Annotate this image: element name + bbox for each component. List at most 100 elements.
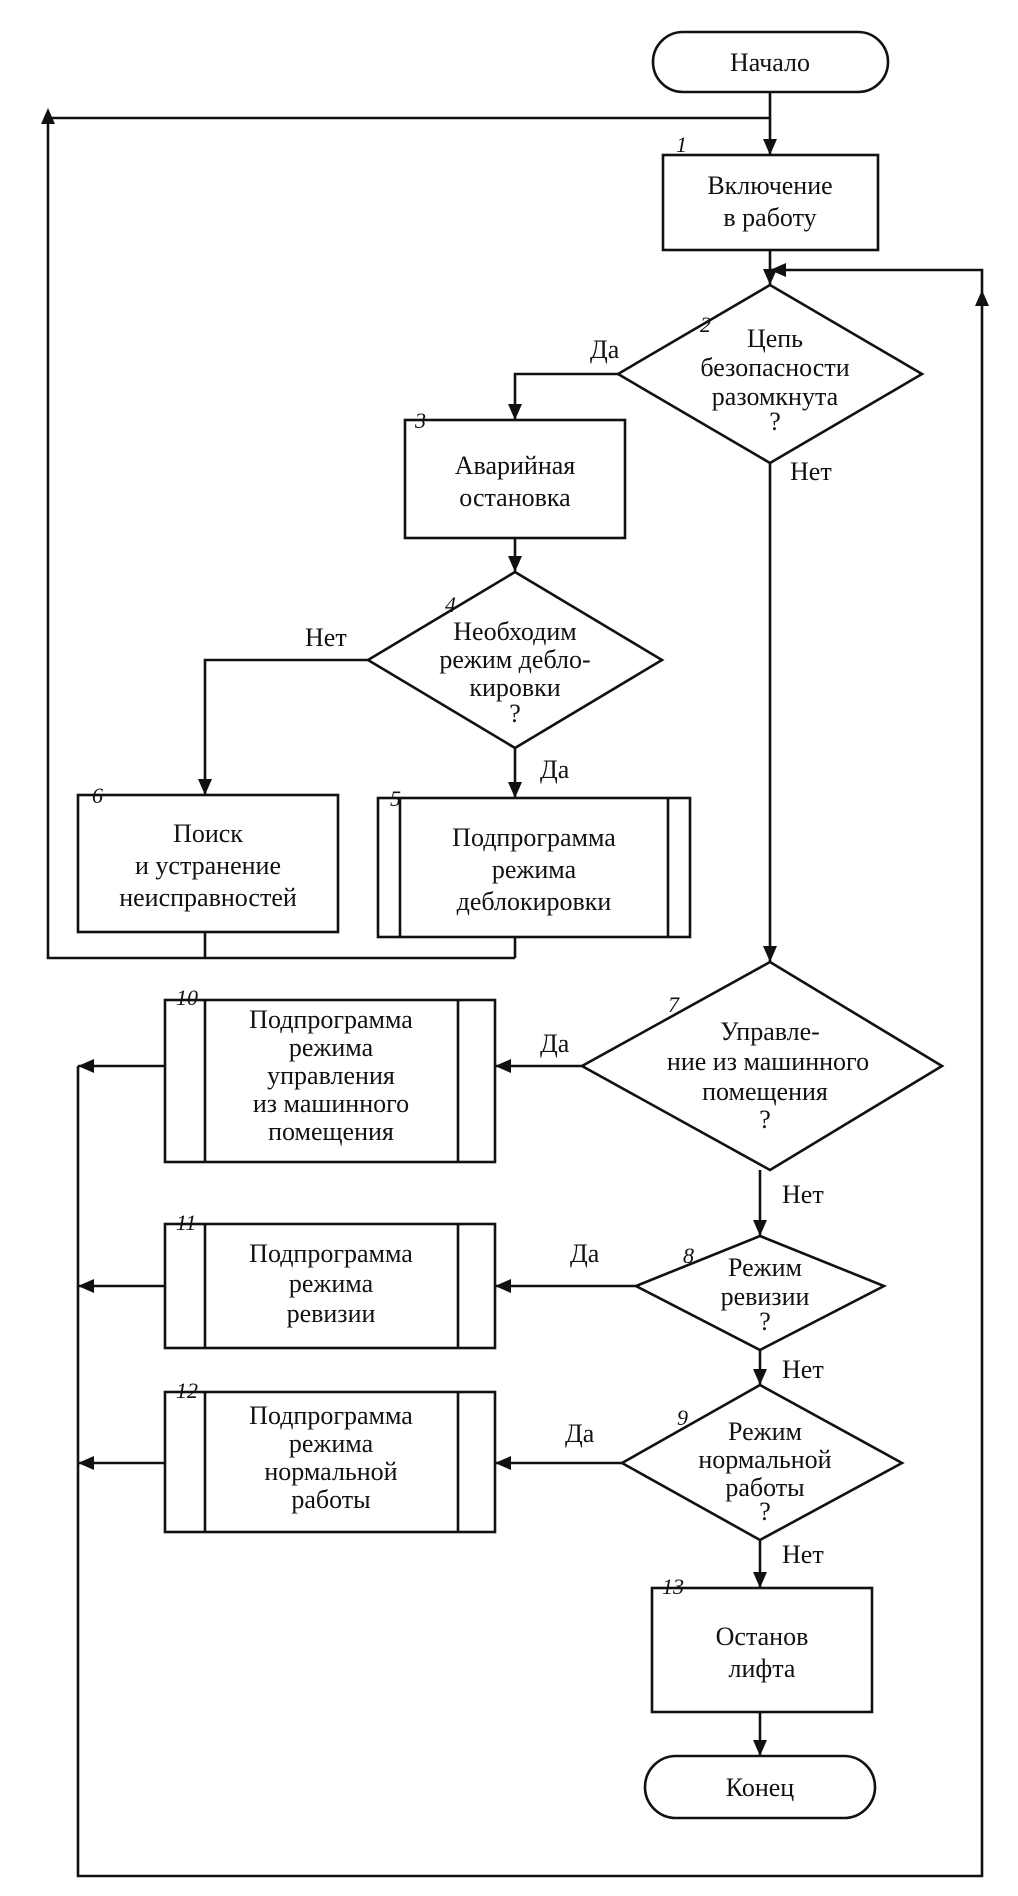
arrow-into-4 [508,556,522,572]
connector-2-yes-to-3 [513,372,618,420]
arrow-into-3 [508,404,522,420]
decision-8-number: 8 [683,1243,694,1268]
decision-2-no-label: Нет [790,457,832,486]
decision-2-line-2: безопасности [700,353,849,382]
block-5-line-1: Подпрограмма [452,823,616,852]
decision-2-yes-label: Да [590,335,620,364]
arrow-bus-10 [78,1059,94,1073]
decision-8-inspection-mode: 8 Режим ревизии ? [632,1234,888,1352]
block-13-line-1: Останов [716,1622,809,1651]
block-10-line-4: из машинного [253,1089,409,1118]
decision-7-no-label: Нет [782,1180,824,1209]
arrow-into-2 [763,269,777,285]
decision-4-number: 4 [445,592,456,617]
decision-2-question: ? [769,407,781,436]
block-12-line-4: работы [291,1485,370,1514]
decision-4-line-1: Необходим [453,617,576,646]
arrow-into-5 [508,782,522,798]
block-12-number: 12 [176,1378,198,1403]
start-label: Начало [730,48,810,77]
block-1-enable: 1 Включение в работу [661,132,880,252]
decision-4-line-3: кировки [469,673,560,702]
block-13-line-2: лифта [729,1654,796,1683]
decision-2-line-1: Цепь [747,324,803,353]
block-11-line-2: режима [289,1269,374,1298]
decision-8-line-2: ревизии [721,1282,810,1311]
decision-4-question: ? [509,699,521,728]
arrow-into-11 [495,1279,511,1293]
decision-8-question: ? [759,1307,771,1336]
arrow-loop-to-2 [770,263,786,277]
block-11-line-3: ревизии [287,1299,376,1328]
start-terminal: Начало [651,30,890,94]
decision-9-line-2: нормальной [698,1445,831,1474]
block-3-line-2: остановка [459,483,571,512]
block-12-line-3: нормальной [264,1457,397,1486]
arrow-bus-11 [78,1279,94,1293]
block-5-line-2: режима [492,855,577,884]
arrow-into-10 [495,1059,511,1073]
connector-4-no-to-6 [203,658,368,795]
block-12-normal-subprogram: 12 Подпрограмма режима нормальной работы [163,1378,497,1534]
block-10-line-3: управления [267,1061,395,1090]
block-5-number: 5 [390,786,401,811]
arrow-return-to-1 [41,108,55,124]
decision-7-line-2: ние из машинного [667,1047,869,1076]
decision-9-question: ? [759,1497,771,1526]
decision-4-unblock-needed: 4 Необходим режим дебло- кировки ? [365,570,665,750]
block-6-troubleshooting: 6 Поиск и устранение неисправностей [76,783,340,934]
arrow-into-12 [495,1456,511,1470]
decision-2-line-3: разомкнута [712,382,839,411]
block-11-line-1: Подпрограмма [249,1239,413,1268]
arrow-into-13 [753,1572,767,1588]
arrow-into-6 [198,779,212,795]
block-5-unblock-subprogram: 5 Подпрограмма режима деблокировки [376,786,692,939]
decision-7-number: 7 [668,992,680,1017]
block-6-number: 6 [92,783,103,808]
decision-8-yes-label: Да [570,1239,600,1268]
decision-9-normal-mode: 9 Режим нормальной работы ? [619,1383,905,1542]
block-13-number: 13 [662,1574,684,1599]
block-10-line-1: Подпрограмма [249,1005,413,1034]
decision-9-line-1: Режим [728,1417,802,1446]
block-1-line-2: в работу [723,203,816,232]
block-11-inspection-subprogram: 11 Подпрограмма режима ревизии [163,1210,497,1350]
decision-9-line-3: работы [725,1473,804,1502]
decision-4-no-label: Нет [305,623,347,652]
block-12-line-2: режима [289,1429,374,1458]
block-10-line-2: режима [289,1033,374,1062]
decision-9-no-label: Нет [782,1540,824,1569]
block-10-number: 10 [176,985,198,1010]
connector-loop-return [76,268,984,1878]
arrow-into-end [753,1740,767,1756]
connector-return-to-1 [46,116,770,960]
block-13-lift-stop: 13 Останов лифта [650,1574,874,1714]
decision-9-number: 9 [677,1405,688,1430]
decision-9-yes-label: Да [565,1419,595,1448]
block-3-emergency-stop: 3 Аварийная остановка [403,408,627,540]
block-6-line-1: Поиск [173,819,243,848]
arrow-into-8 [753,1220,767,1236]
connectors [46,92,984,1878]
arrow-into-9 [753,1369,767,1385]
decision-7-line-1: Управле- [720,1017,820,1046]
block-6-line-2: и устранение [135,851,281,880]
decision-4-line-2: режим дебло- [439,645,590,674]
block-12-line-1: Подпрограмма [249,1401,413,1430]
block-1-line-1: Включение [707,171,832,200]
block-5-line-3: деблокировки [457,887,612,916]
arrow-into-1 [763,139,777,155]
arrow-bus-12 [78,1456,94,1470]
end-label: Конец [726,1773,795,1802]
decision-7-question: ? [759,1105,771,1134]
decision-2-safety-circuit: 2 Цепь безопасности разомкнута ? [615,283,925,465]
decision-4-yes-label: Да [540,755,570,784]
block-10-machine-room-subprogram: 10 Подпрограмма режима управления из маш… [163,985,497,1164]
decision-7-machine-room-control: 7 Управле- ние из машинного помещения ? [579,960,945,1172]
arrow-into-7 [763,946,777,962]
arrow-loop-up [975,290,989,306]
block-11-number: 11 [176,1210,196,1235]
decision-7-line-3: помещения [702,1077,828,1106]
decision-2-number: 2 [700,312,711,337]
